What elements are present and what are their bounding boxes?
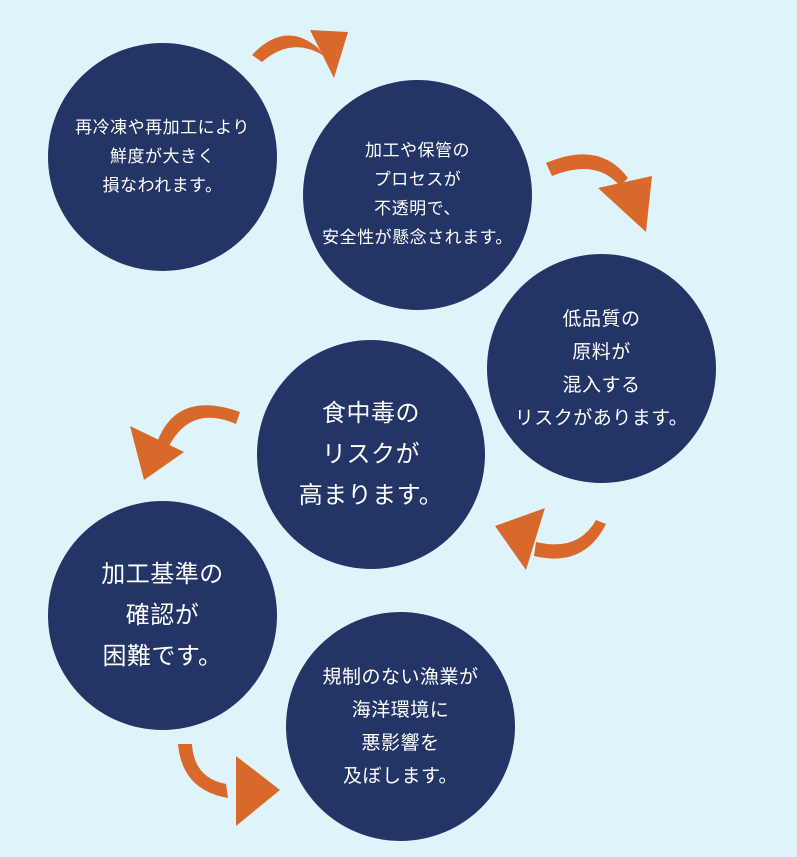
step-text: 加工基準の 確認が 困難です。 [101, 560, 224, 670]
step-text: 食中毒の リスクが 高まります。 [298, 399, 444, 509]
step-circle-6: 規制のない漁業が 海洋環境に 悪影響を 及ぼします。 [286, 612, 515, 841]
step-circle-3: 低品質の 原料が 混入する リスクがあります。 [487, 254, 716, 483]
step-text: 再冷凍や再加工により 鮮度が大きく 損なわれます。 [75, 117, 250, 196]
step-text: 加工や保管の プロセスが 不透明で、 安全性が懸念されます。 [322, 141, 513, 248]
arrow-left-icon [495, 508, 606, 570]
arrow-down-right-icon [178, 744, 280, 826]
arrow-down-right-icon [546, 154, 652, 232]
step-circle-5: 加工基準の 確認が 困難です。 [48, 501, 277, 730]
arrow-right-icon [252, 30, 348, 78]
step-circle-4: 食中毒の リスクが 高まります。 [257, 340, 485, 569]
arrow-down-left-icon [130, 405, 240, 480]
step-circle-1: 再冷凍や再加工により 鮮度が大きく 損なわれます。 [48, 43, 277, 271]
step-text: 低品質の 原料が 混入する リスクがあります。 [514, 307, 689, 429]
step-circle-2: 加工や保管の プロセスが 不透明で、 安全性が懸念されます。 [303, 80, 532, 310]
step-text: 規制のない漁業が 海洋環境に 悪影響を 及ぼします。 [322, 665, 479, 787]
